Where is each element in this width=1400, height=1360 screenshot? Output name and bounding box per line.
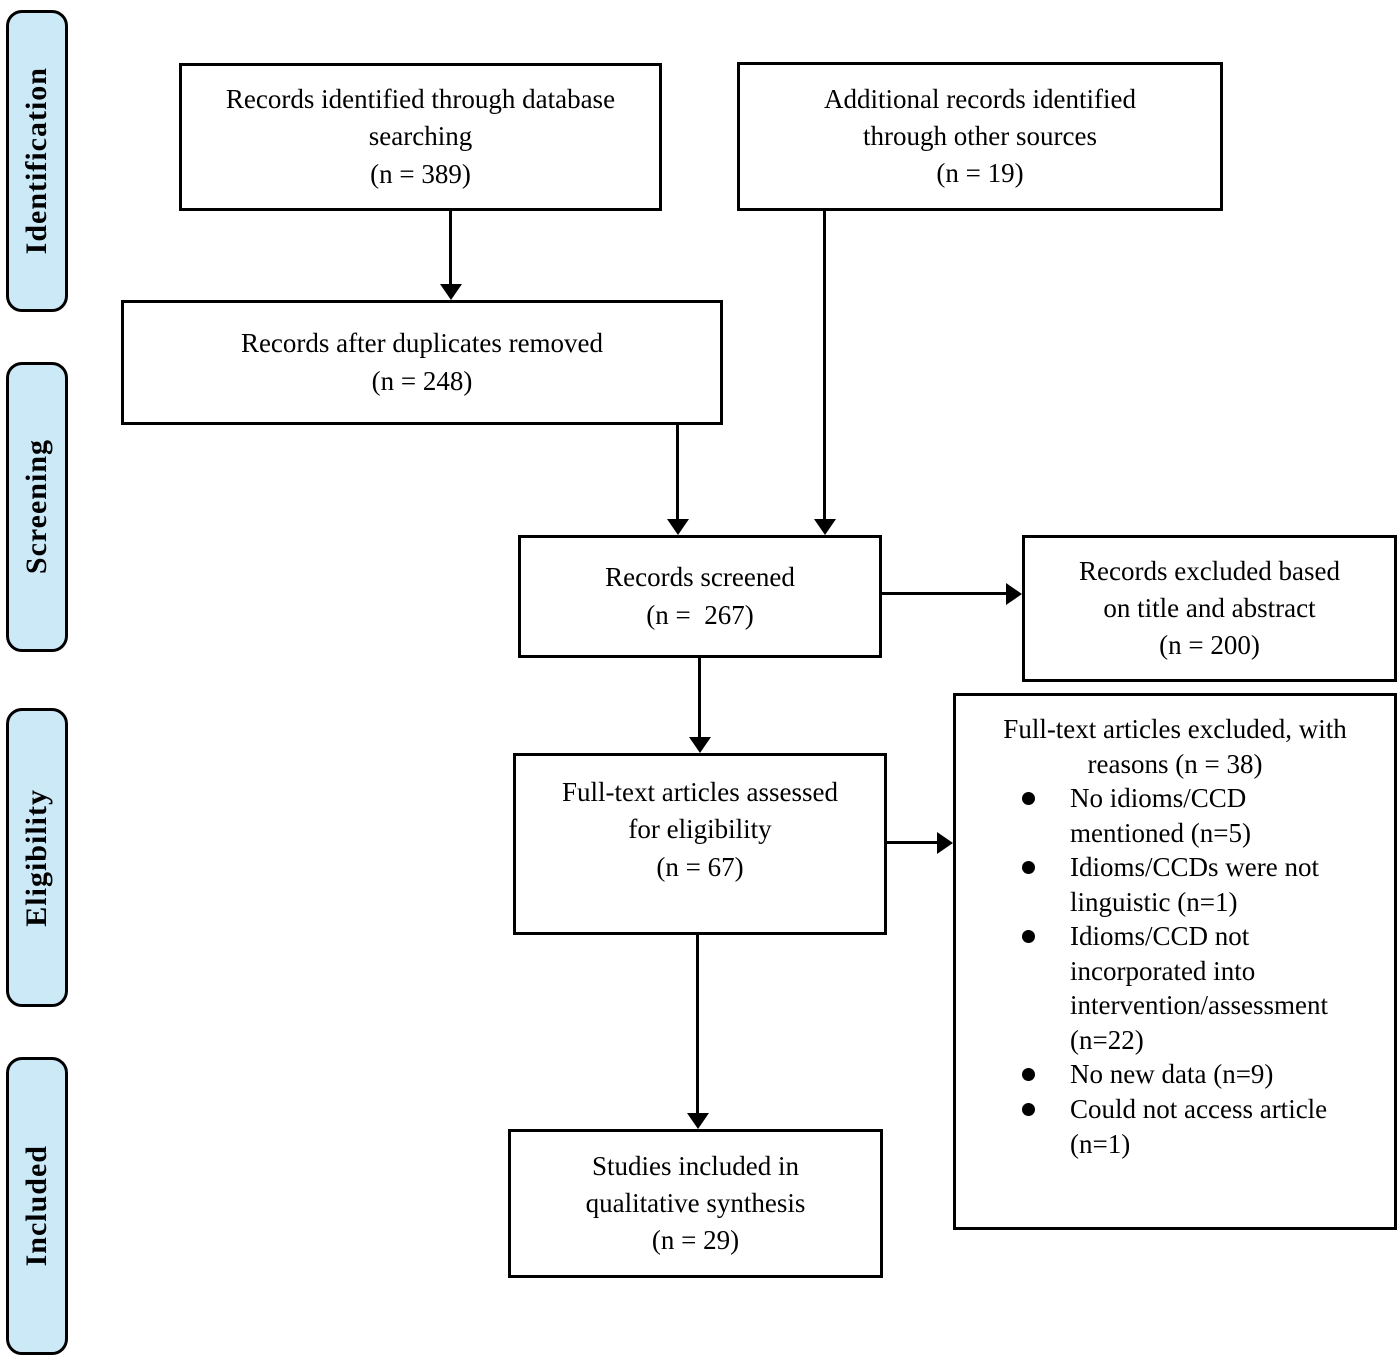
box-records-excluded-title: Records excluded based on title and abst…	[1079, 555, 1340, 623]
box-fulltext-excluded-title: Full-text articles excluded, with reason…	[1003, 714, 1347, 779]
stage-eligibility-label: Eligibility	[20, 788, 53, 927]
stage-screening: Screening	[6, 362, 68, 652]
box-duplicates-removed-count: (n = 248)	[371, 365, 473, 396]
box-fulltext-assessed-count: (n = 67)	[656, 851, 744, 882]
box-records-screened-title: Records screened	[605, 562, 795, 593]
exclusion-reason-no-idioms: No idioms/CCD mentioned (n=5)	[1022, 781, 1386, 850]
arrow-screened-to-excluded	[882, 582, 1022, 605]
box-records-excluded: Records excluded based on title and abst…	[1022, 535, 1397, 682]
box-records-identified: Records identified through database sear…	[179, 63, 662, 211]
arrow-fulltext-to-excluded	[887, 831, 953, 854]
box-studies-included: Studies included in qualitative synthesi…	[508, 1129, 883, 1278]
arrow-screened-to-fulltext	[688, 658, 711, 753]
box-records-screened: Records screened (n = 267)	[518, 535, 882, 658]
box-fulltext-assessed-title: Full-text articles assessed for eligibil…	[562, 777, 838, 845]
exclusion-reason-no-new-data: No new data (n=9)	[1022, 1057, 1386, 1092]
arrow-identified-to-deduplicated	[439, 211, 462, 300]
arrow-deduplicated-to-screened	[666, 425, 689, 535]
box-fulltext-excluded: Full-text articles excluded, with reason…	[953, 693, 1397, 1230]
box-studies-included-count: (n = 29)	[651, 1225, 740, 1256]
box-additional-records: Additional records identified through ot…	[737, 62, 1223, 211]
box-fulltext-assessed: Full-text articles assessed for eligibil…	[513, 753, 887, 935]
stage-included-label: Included	[20, 1145, 53, 1267]
stage-included: Included	[6, 1057, 68, 1355]
box-records-screened-count: (n = 267)	[646, 599, 754, 630]
exclusion-reasons-list: No idioms/CCD mentioned (n=5) Idioms/CCD…	[956, 781, 1394, 1161]
arrow-additional-to-screened	[813, 211, 836, 535]
exclusion-reason-not-linguistic: Idioms/CCDs were not linguistic (n=1)	[1022, 850, 1386, 919]
box-additional-records-count: (n = 19)	[936, 158, 1024, 189]
exclusion-reason-no-access: Could not access article (n=1)	[1022, 1092, 1386, 1161]
stage-identification: Identification	[6, 10, 68, 312]
box-records-identified-count: (n = 389)	[370, 158, 471, 189]
box-records-identified-title: Records identified through database sear…	[225, 84, 616, 152]
stage-screening-label: Screening	[20, 439, 53, 575]
box-studies-included-title: Studies included in qualitative synthesi…	[585, 1150, 806, 1218]
box-records-excluded-count: (n = 200)	[1159, 630, 1260, 661]
box-additional-records-title: Additional records identified through ot…	[824, 83, 1136, 151]
stage-identification-label: Identification	[20, 67, 53, 255]
stage-eligibility: Eligibility	[6, 708, 68, 1007]
exclusion-reason-not-incorporated: Idioms/CCD not incorporated into interve…	[1022, 919, 1386, 1057]
box-duplicates-removed: Records after duplicates removed (n = 24…	[121, 300, 723, 425]
box-duplicates-removed-title: Records after duplicates removed	[240, 328, 604, 359]
arrow-fulltext-to-included	[686, 935, 709, 1129]
